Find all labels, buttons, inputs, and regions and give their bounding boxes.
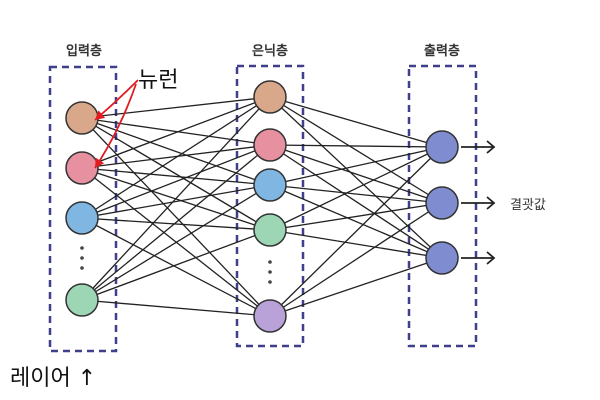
neuron-pointer-arrowhead bbox=[95, 110, 106, 120]
output-layer-box bbox=[407, 64, 478, 348]
input-node bbox=[65, 201, 99, 235]
output-node bbox=[425, 241, 459, 275]
output-node bbox=[425, 186, 459, 220]
hidden-node bbox=[253, 213, 287, 247]
ellipsis-dot bbox=[268, 260, 272, 264]
ellipsis-dot bbox=[80, 256, 84, 260]
connection-line bbox=[81, 96, 271, 119]
output-layer-label: 출력층 bbox=[424, 44, 460, 59]
connection-line bbox=[81, 217, 271, 231]
connection-line bbox=[81, 96, 271, 301]
connection-line bbox=[81, 117, 271, 317]
hidden-node bbox=[253, 80, 287, 114]
connection-line bbox=[269, 257, 443, 317]
connection-line bbox=[81, 96, 271, 219]
hidden-layer-box bbox=[235, 64, 305, 348]
hidden-node bbox=[253, 128, 287, 162]
connection-line bbox=[269, 144, 443, 204]
neuron-pointer-arrow bbox=[94, 83, 137, 169]
output-node bbox=[425, 130, 459, 164]
connection-line bbox=[81, 144, 271, 301]
input-node bbox=[65, 283, 99, 317]
connection-line bbox=[81, 184, 271, 219]
connection-line bbox=[269, 96, 443, 204]
connection-line bbox=[269, 202, 443, 231]
input-layer-box bbox=[48, 65, 118, 353]
neuron-annotation: 뉴런 bbox=[138, 68, 179, 93]
connection-line bbox=[269, 184, 443, 259]
input-node bbox=[65, 101, 99, 135]
output-arrow-head bbox=[486, 140, 496, 154]
hidden-layer-label: 은닉층 bbox=[252, 44, 288, 59]
connection-line bbox=[81, 229, 271, 301]
connection-line bbox=[269, 96, 443, 148]
hidden-node bbox=[253, 299, 287, 333]
connection-line bbox=[81, 184, 271, 301]
connection-line bbox=[269, 229, 443, 259]
connection-line bbox=[269, 96, 443, 259]
neuron-pointer-arrowhead bbox=[95, 157, 105, 168]
connection-line bbox=[269, 202, 443, 317]
ellipsis-dot bbox=[268, 270, 272, 274]
hidden-node bbox=[253, 168, 287, 202]
connection-line bbox=[269, 146, 443, 186]
connection-line bbox=[81, 144, 271, 219]
input-layer-label: 입력층 bbox=[66, 44, 102, 59]
ellipsis-dot bbox=[80, 266, 84, 270]
connection-line bbox=[269, 144, 443, 259]
layer-annotation: 레이어 ↑ bbox=[10, 366, 97, 391]
output-arrow-head bbox=[486, 251, 496, 265]
connection-line bbox=[81, 217, 271, 317]
connection-line bbox=[81, 167, 271, 186]
connection-line bbox=[81, 96, 271, 169]
connection-line bbox=[81, 117, 271, 186]
connection-line bbox=[81, 117, 271, 146]
output-value-label: 결괏값 bbox=[510, 198, 546, 213]
connection-line bbox=[269, 146, 443, 317]
ellipsis-dot bbox=[80, 246, 84, 250]
connection-line bbox=[81, 144, 271, 169]
connection-line bbox=[269, 144, 443, 148]
connection-line bbox=[269, 184, 443, 204]
connection-line bbox=[269, 146, 443, 231]
ellipsis-dot bbox=[268, 280, 272, 284]
output-arrow-head bbox=[486, 196, 496, 210]
input-node bbox=[65, 151, 99, 185]
connection-line bbox=[81, 299, 271, 317]
